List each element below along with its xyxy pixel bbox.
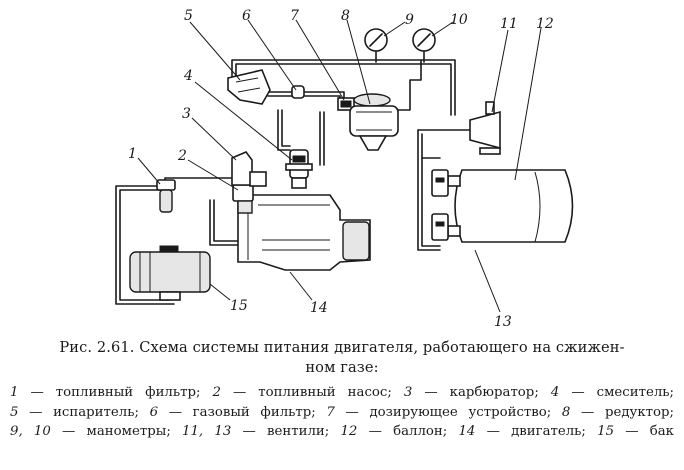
label-2: 2	[177, 148, 187, 164]
legend-number: 15	[597, 424, 615, 439]
gas-pipelines	[115, 51, 481, 305]
gas-cylinder	[447, 169, 574, 243]
legend-number: 12	[340, 424, 358, 439]
legend-text: — редуктор;	[570, 404, 675, 420]
legend-row: 9, 10 — манометры; 11, 13 — вентили; 12 …	[10, 422, 674, 442]
legend-row: 5 — испаритель; 6 — газовый фильтр; 7 — …	[10, 403, 674, 423]
legend-text: — бак	[614, 424, 674, 439]
legend-number: 2	[212, 385, 221, 400]
fuel-system-diagram: 1 2 3 4 5 6 7 8 9 10 11 12 13 14 15	[115, 8, 574, 330]
legend-text: — газовый фильтр;	[158, 404, 327, 420]
label-8: 8	[341, 8, 350, 24]
label-6: 6	[242, 8, 251, 24]
label-10: 10	[450, 12, 468, 28]
fuel-pump	[232, 184, 254, 214]
legend: 1 — топливный фильтр; 2 — топливный насо…	[10, 383, 674, 442]
legend-text: — испаритель;	[18, 404, 150, 420]
mixer	[285, 149, 313, 189]
legend-number: 14	[458, 424, 476, 439]
legend-number: 11, 13	[182, 424, 232, 439]
manometer-10	[412, 28, 436, 52]
label-7: 7	[290, 8, 299, 24]
legend-text: — манометры;	[50, 424, 183, 439]
label-1: 1	[128, 146, 137, 162]
manometer-9	[364, 28, 388, 52]
evaporator	[227, 69, 271, 105]
fuel-tank	[129, 245, 211, 301]
caption-line-1: Рис. 2.61. Схема системы питания двигате…	[59, 339, 625, 356]
legend-text: — топливный насос;	[220, 385, 404, 400]
legend-text: — вентили;	[231, 424, 341, 439]
label-3: 3	[182, 106, 191, 122]
fuel-filter	[156, 179, 176, 213]
caption-line-2: ном газе:	[305, 359, 379, 376]
valve-11	[469, 101, 501, 155]
legend-number: 7	[326, 404, 335, 420]
dosing-device	[337, 97, 355, 111]
gas-filter	[291, 85, 305, 99]
legend-number: 4	[550, 385, 560, 400]
legend-number: 6	[149, 404, 159, 420]
label-4: 4	[183, 68, 193, 84]
figure-caption: Рис. 2.61. Схема системы питания двигате…	[10, 338, 674, 378]
legend-text: — топливный фильтр;	[18, 385, 213, 400]
component-labels: 1 2 3 4 5 6 7 8 9 10 11 12 13 14 15	[128, 8, 554, 330]
label-15: 15	[230, 298, 248, 314]
legend-text: — дозирующее устройство;	[334, 404, 562, 420]
legend-text: — баллон;	[357, 424, 459, 439]
label-5: 5	[184, 8, 193, 24]
legend-text: — смеситель;	[559, 385, 674, 400]
legend-number: 8	[561, 404, 571, 420]
legend-text: — карбюратор;	[412, 385, 551, 400]
legend-number: 5	[10, 404, 19, 420]
carburetor	[231, 151, 267, 187]
legend-text: — двигатель;	[475, 424, 598, 439]
legend-number: 3	[403, 385, 413, 400]
legend-number: 1	[10, 385, 19, 400]
reducer	[349, 93, 399, 151]
label-14: 14	[310, 300, 328, 316]
engine	[237, 194, 371, 271]
legend-number: 9, 10	[10, 424, 51, 439]
label-13: 13	[494, 314, 512, 330]
valve-13	[431, 169, 449, 241]
legend-row: 1 — топливный фильтр; 2 — топливный насо…	[10, 383, 674, 403]
label-9: 9	[405, 12, 414, 28]
label-12: 12	[536, 16, 554, 32]
leader-lines	[137, 19, 542, 313]
label-11: 11	[500, 16, 518, 32]
